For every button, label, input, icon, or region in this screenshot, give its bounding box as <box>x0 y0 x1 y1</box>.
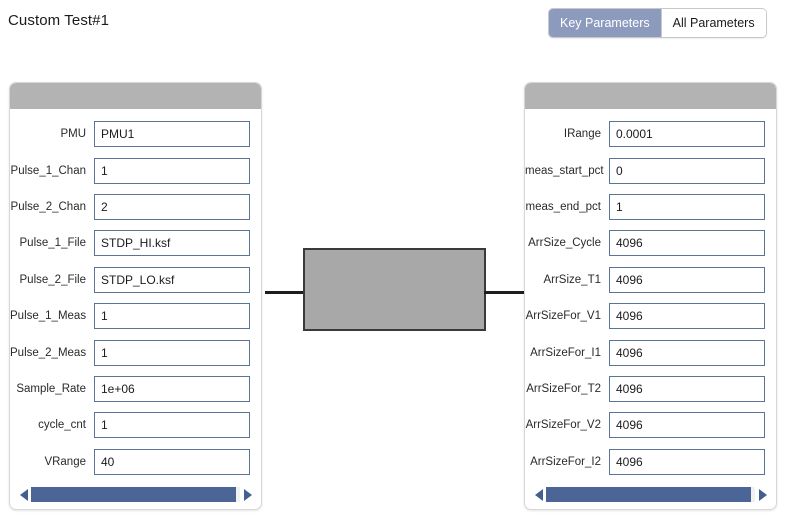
parameter-input[interactable] <box>609 448 765 475</box>
wire-right-icon <box>484 291 525 294</box>
horizontal-scrollbar-left[interactable] <box>16 486 255 503</box>
wire-left-icon <box>265 291 305 294</box>
parameter-row: Sample_Rate <box>10 371 261 407</box>
scroll-right-arrow-icon[interactable] <box>240 486 255 503</box>
parameter-label: ArrSize_Cycle <box>528 237 601 250</box>
parameter-label: ArrSizeFor_I1 <box>530 346 601 359</box>
device-schematic <box>262 235 526 355</box>
parameter-label: PMU <box>60 128 86 141</box>
parameter-row: ArrSizeFor_T2 <box>525 371 776 407</box>
parameter-row: ArrSize_Cycle <box>525 225 776 261</box>
parameter-row: Pulse_1_File <box>10 225 261 261</box>
parameter-row: cycle_cnt <box>10 407 261 443</box>
parameter-row: Pulse_2_Meas <box>10 334 261 370</box>
parameter-row: ArrSizeFor_I2 <box>525 444 776 480</box>
parameter-view-toggle-group[interactable]: Key Parameters All Parameters <box>548 8 767 38</box>
panel-header-right <box>525 83 776 109</box>
parameter-label: VRange <box>44 455 86 468</box>
parameter-label: IRange <box>563 128 601 141</box>
parameter-label: Pulse_2_File <box>19 273 86 286</box>
scrollbar-track-right[interactable] <box>546 487 755 502</box>
parameter-label: Pulse_1_Chan <box>10 164 86 177</box>
parameter-row: Pulse_1_Meas <box>10 298 261 334</box>
parameter-input[interactable] <box>94 157 250 184</box>
parameter-input[interactable] <box>609 339 765 366</box>
parameter-label: Pulse_2_Chan <box>10 200 86 213</box>
parameter-label: ArrSizeFor_V2 <box>525 419 601 432</box>
scroll-left-arrow-icon[interactable] <box>16 486 31 503</box>
parameter-list-left: PMU Pulse_1_ChanPulse_2_ChanPulse_1_FileP… <box>10 109 261 480</box>
tab-all-parameters[interactable]: All Parameters <box>660 9 766 37</box>
parameter-input[interactable] <box>609 375 765 402</box>
parameter-input[interactable] <box>94 412 250 439</box>
parameter-list-right: IRange meas_start_pct meas_end_pctArrSize_… <box>525 109 776 480</box>
parameter-input[interactable] <box>94 375 250 402</box>
parameter-row: ArrSizeFor_V1 <box>525 298 776 334</box>
parameter-row: meas_start_pct <box>525 152 776 188</box>
parameter-row: ArrSizeFor_I1 <box>525 334 776 370</box>
parameter-row: Pulse_2_Chan <box>10 189 261 225</box>
parameter-input[interactable] <box>609 193 765 220</box>
parameter-input[interactable] <box>609 121 765 148</box>
parameter-row: VRange <box>10 444 261 480</box>
horizontal-scrollbar-right[interactable] <box>531 486 770 503</box>
scroll-right-arrow-icon[interactable] <box>755 486 770 503</box>
parameter-label: ArrSize_T1 <box>543 273 601 286</box>
parameter-row: ArrSize_T1 <box>525 262 776 298</box>
page-title: Custom Test#1 <box>8 12 110 29</box>
device-under-test-box[interactable] <box>303 248 486 331</box>
scrollbar-track-left[interactable] <box>31 487 240 502</box>
parameter-label: Sample_Rate <box>16 382 86 395</box>
parameter-input[interactable] <box>609 230 765 257</box>
parameter-input[interactable] <box>609 412 765 439</box>
parameter-row: ArrSizeFor_V2 <box>525 407 776 443</box>
parameter-input[interactable] <box>94 303 250 330</box>
key-parameters-panel-left: PMU Pulse_1_ChanPulse_2_ChanPulse_1_FileP… <box>9 82 262 510</box>
parameter-label: meas_end_pct <box>525 200 601 213</box>
parameter-row: Pulse_1_Chan <box>10 152 261 188</box>
parameter-label: Pulse_1_File <box>19 237 86 250</box>
parameter-input[interactable] <box>94 193 250 220</box>
parameter-row: IRange <box>525 116 776 152</box>
parameter-input[interactable] <box>94 448 250 475</box>
parameter-label: meas_start_pct <box>525 164 604 177</box>
parameter-label: ArrSizeFor_V1 <box>525 310 601 323</box>
parameter-label: Pulse_1_Meas <box>10 310 87 323</box>
scroll-left-arrow-icon[interactable] <box>531 486 546 503</box>
parameter-input[interactable] <box>609 266 765 293</box>
parameter-row: Pulse_2_File <box>10 262 261 298</box>
key-parameters-panel-right: IRange meas_start_pct meas_end_pctArrSize_… <box>524 82 777 510</box>
parameter-label: ArrSizeFor_T2 <box>526 382 601 395</box>
parameter-input[interactable] <box>94 121 250 148</box>
parameter-input[interactable] <box>94 266 250 293</box>
panel-header-left <box>10 83 261 109</box>
parameter-label: cycle_cnt <box>38 419 86 432</box>
scrollbar-thumb-left[interactable] <box>31 487 236 502</box>
tab-key-parameters[interactable]: Key Parameters <box>549 9 661 37</box>
parameter-input[interactable] <box>94 230 250 257</box>
parameter-row: PMU <box>10 116 261 152</box>
parameter-input[interactable] <box>94 339 250 366</box>
parameter-label: ArrSizeFor_I2 <box>530 455 601 468</box>
parameter-label: Pulse_2_Meas <box>10 346 87 359</box>
parameter-input[interactable] <box>609 303 765 330</box>
parameter-input[interactable] <box>609 157 765 184</box>
scrollbar-thumb-right[interactable] <box>546 487 751 502</box>
parameter-row: meas_end_pct <box>525 189 776 225</box>
